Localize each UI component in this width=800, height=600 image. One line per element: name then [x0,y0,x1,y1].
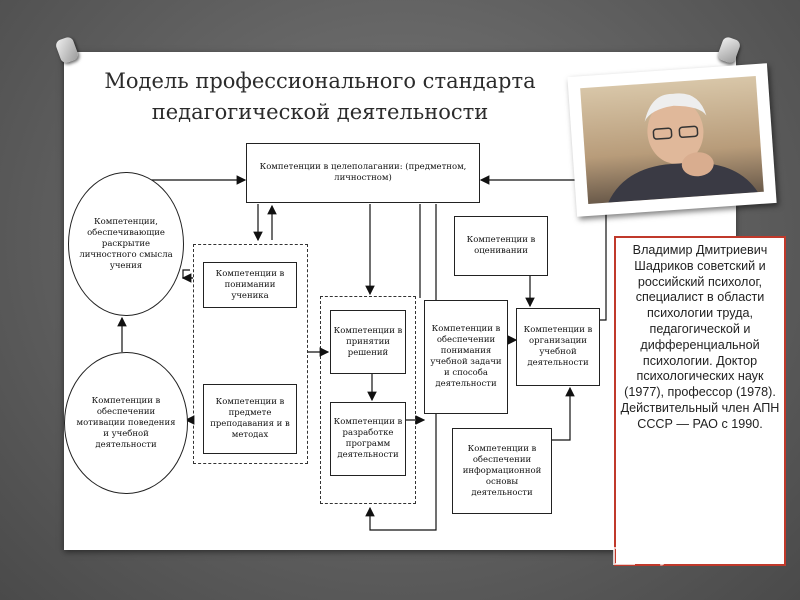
box-task-understanding: Компетенции в обеспечении понимания учеб… [424,300,508,414]
ellipse-motivation: Компетенции в обеспечении мотивации пове… [64,352,188,494]
box-understanding-student: Компетенции в понимании ученика [203,262,297,308]
box-goal-setting: Компетенции в целеполагании: (предметном… [246,143,480,203]
watermark-logo-icon [613,547,635,565]
box-assessment: Компетенции в оценивании [454,216,548,276]
info-card: Владимир Дмитриевич Шадриков советский и… [614,236,786,566]
box-information: Компетенции в обеспечении информационной… [452,428,552,514]
box-subject-methods: Компетенции в предмете преподавания и в … [203,384,297,454]
line-group-left-upper [182,269,193,279]
box-decisions: Компетенции в принятии решений [330,310,406,374]
portrait-photo [580,76,764,204]
box-programs: Компетенции в разработке программ деятел… [330,402,406,476]
watermark: MyShared [612,540,792,570]
photo-frame [567,63,777,217]
dashed-group-left [193,244,308,464]
dashed-group-middle [320,296,416,504]
info-text: Владимир Дмитриевич Шадриков советский и… [620,243,780,431]
arrow-organization-to-goal [479,175,607,321]
title-line-2: педагогической деятельности [151,100,489,124]
title-line-1: Модель профессионального стандарта [104,69,536,93]
ellipse-personal-meaning: Компетенции, обеспечивающие раскрытие ли… [68,172,184,316]
slide-title: Модель профессионального стандарта педаг… [80,66,560,128]
watermark-text: MyShared [642,543,738,566]
portrait-icon [608,93,758,203]
box-organization: Компетенции в организации учебной деятел… [516,308,600,386]
arrow-information-to-organization [552,386,575,441]
